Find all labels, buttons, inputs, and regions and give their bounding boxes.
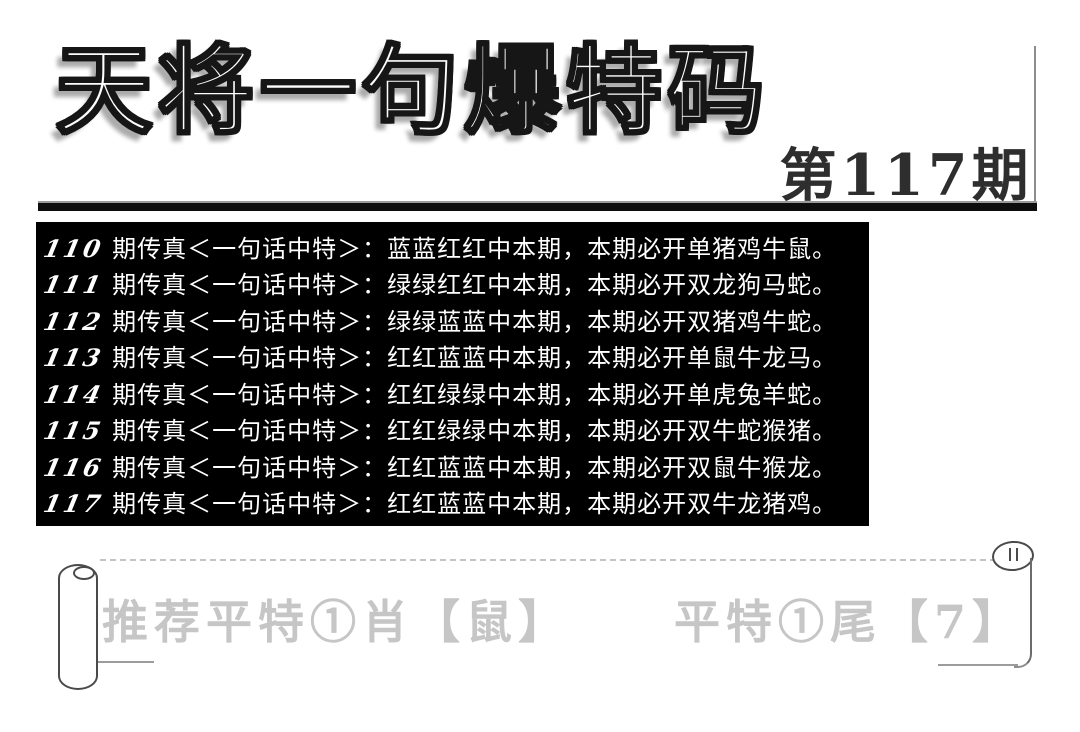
prediction-row-text: 期传真＜一句话中特＞：绿绿红红中本期，本期必开双龙狗马蛇。 [112, 271, 838, 300]
scroll-bottom-edge-left [98, 661, 154, 663]
banner-left-text: 推荐平特①肖【鼠】 [102, 595, 570, 649]
prediction-row-text: 期传真＜一句话中特＞：红红蓝蓝中本期，本期必开双牛龙猪鸡。 [112, 490, 838, 519]
prediction-row-text: 期传真＜一句话中特＞：红红蓝蓝中本期，本期必开双鼠牛猴龙。 [112, 453, 838, 482]
page-title: 天将一句爆特码 [55, 33, 770, 148]
prediction-row-issue: 111 [40, 270, 107, 300]
prediction-row-issue: 116 [40, 452, 107, 482]
header-rule [38, 201, 1037, 211]
banner-right-text: 平特①尾【7】 [674, 595, 1025, 649]
scroll-left-roll [58, 564, 98, 690]
prediction-row-text: 期传真＜一句话中特＞：红红绿绿中本期，本期必开双牛蛇猴猪。 [112, 417, 838, 446]
prediction-row-issue: 115 [40, 416, 107, 446]
scroll-left-roll-curl [73, 566, 95, 580]
prediction-row-issue: 114 [40, 379, 107, 409]
prediction-row-issue: 110 [40, 233, 107, 263]
prediction-row-text: 期传真＜一句话中特＞：绿绿蓝蓝中本期，本期必开双猪鸡牛蛇。 [112, 307, 838, 336]
prediction-row-issue: 117 [40, 489, 107, 519]
scroll-top-edge [100, 559, 996, 561]
prediction-row-text: 期传真＜一句话中特＞：红红绿绿中本期，本期必开单虎兔羊蛇。 [112, 380, 838, 409]
prediction-row-issue: 112 [40, 306, 107, 336]
scroll-right-roll-notch [1009, 548, 1018, 561]
scroll-bottom-edge-right [938, 664, 1018, 666]
issue-box-divider-line [1034, 46, 1036, 204]
prediction-row-text: 期传真＜一句话中特＞：蓝蓝红红中本期，本期必开单猪鸡牛鼠。 [112, 234, 838, 263]
scroll-right-edge [1014, 558, 1032, 668]
prediction-row-text: 期传真＜一句话中特＞：红红蓝蓝中本期，本期必开单鼠牛龙马。 [112, 344, 838, 373]
issue-number: 第117期 [779, 142, 1033, 209]
prediction-row-issue: 113 [40, 343, 107, 373]
